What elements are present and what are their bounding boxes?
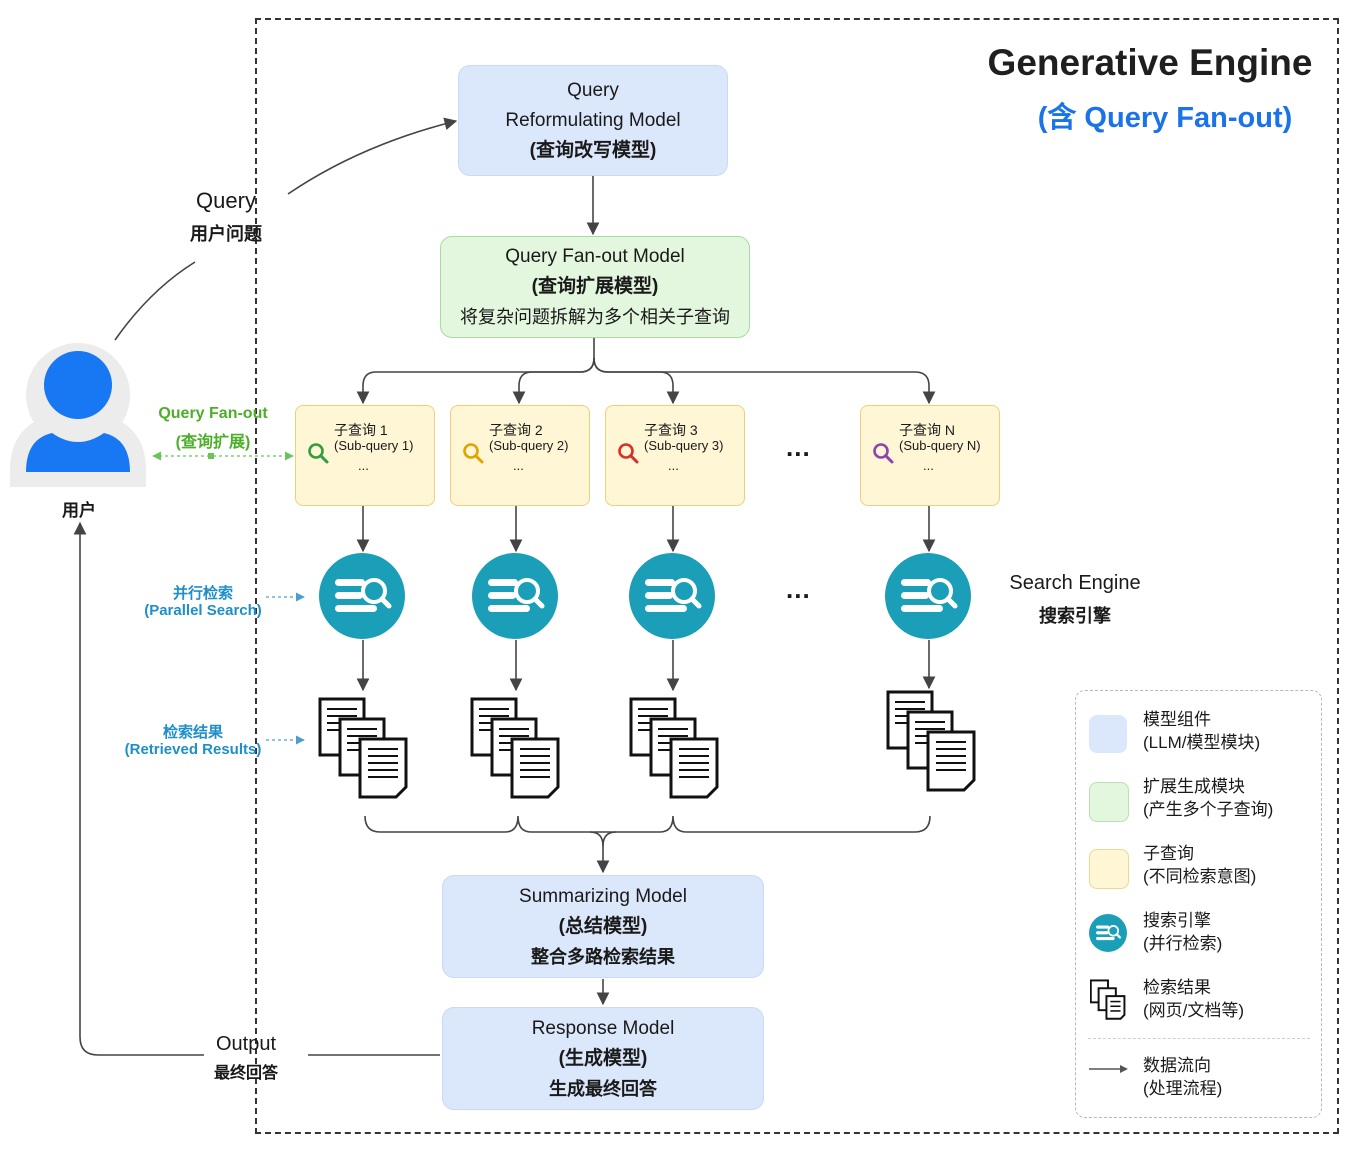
legend-desc: (处理流程): [1143, 1079, 1223, 1098]
documents-icon: [318, 697, 408, 799]
subquery-more: ...: [923, 458, 934, 473]
parallel-label-zh: 并行检索: [172, 585, 233, 602]
response-line3: 生成最终回答: [549, 1078, 657, 1099]
response-model-box: Response Model (生成模型) 生成最终回答: [442, 1007, 764, 1110]
parallel-label-en: (Parallel Search): [144, 602, 262, 619]
legend-desc: (网页/文档等): [1143, 1001, 1245, 1020]
subquery-card: 子查询 2 (Sub-query 2) ...: [450, 405, 590, 506]
results-label-zh: 检索结果: [162, 724, 223, 741]
legend-item-engine: 搜索引擎 (并行检索): [1088, 910, 1316, 960]
user-label: 用户: [62, 501, 96, 520]
legend-title: 子查询: [1143, 844, 1194, 863]
output-label-zh: 最终回答: [213, 1065, 278, 1082]
legend-desc: (不同检索意图): [1143, 867, 1257, 886]
subquery-zh: 子查询 N: [899, 422, 955, 438]
blue-swatch: [1089, 715, 1127, 753]
legend-item-model: 模型组件 (LLM/模型模块): [1088, 709, 1316, 759]
subquery-more: ...: [668, 458, 679, 473]
documents-icon: [470, 697, 560, 799]
legend-title: 搜索引擎: [1143, 911, 1211, 930]
subquery-en: (Sub-query 1): [334, 438, 414, 453]
reformulating-line3: (查询改写模型): [529, 139, 657, 161]
generative-engine-frame: [255, 18, 1339, 1134]
legend-title: 数据流向: [1143, 1056, 1211, 1075]
user-icon: [10, 343, 146, 487]
fanout-model-box: Query Fan-out Model (查询扩展模型) 将复杂问题拆解为多个相…: [440, 236, 750, 338]
search-engine-label-zh: 搜索引擎: [1039, 606, 1111, 626]
legend-desc: (产生多个子查询): [1143, 800, 1274, 819]
green-swatch: [1089, 782, 1129, 822]
legend-title: 检索结果: [1143, 978, 1211, 997]
legend-desc: (LLM/模型模块): [1143, 733, 1261, 752]
subquery-en: (Sub-query 3): [644, 438, 724, 453]
query-label-en: Query: [196, 188, 256, 213]
reformulating-line2: Reformulating Model: [505, 109, 681, 131]
fanout-label-zh: (查询扩展): [175, 434, 251, 451]
legend-divider: [1088, 1038, 1310, 1039]
reformulating-model-box: Query Reformulating Model (查询改写模型): [458, 65, 728, 176]
fanout-model-line3: 将复杂问题拆解为多个相关子查询: [460, 307, 730, 327]
subquery-zh: 子查询 2: [489, 422, 543, 438]
subquery-zh: 子查询 3: [644, 422, 698, 438]
yellow-swatch: [1089, 849, 1129, 889]
reformulating-line1: Query: [567, 79, 619, 101]
subquery-ellipsis: ...: [786, 432, 811, 462]
output-arrow: [73, 521, 204, 1056]
summarizing-line2: (总结模型): [558, 915, 648, 937]
response-line2: (生成模型): [558, 1047, 648, 1069]
subquery-en: (Sub-query N): [899, 438, 981, 453]
fanout-model-line2: (查询扩展模型): [531, 276, 659, 297]
engine-ellipsis: ...: [786, 574, 811, 604]
subquery-more: ...: [513, 458, 524, 473]
subquery-more: ...: [358, 458, 369, 473]
search-engine-icon: [885, 553, 971, 639]
subquery-en: (Sub-query 2): [489, 438, 569, 453]
legend: 模型组件 (LLM/模型模块) 扩展生成模块 (产生多个子查询) 子查询 (不同…: [1075, 690, 1322, 1118]
fanout-branch: [512, 357, 595, 405]
legend-item-flow: 数据流向 (处理流程): [1088, 1055, 1316, 1105]
fanout-model-line1: Query Fan-out Model: [505, 246, 685, 267]
search-engine-icon: [472, 553, 558, 639]
subquery-card: 子查询 3 (Sub-query 3) ...: [605, 405, 745, 506]
query-label-zh: 用户问题: [190, 224, 262, 244]
fanout-branch: [593, 357, 936, 405]
magnifier-icon: [873, 443, 894, 464]
arrow-icon: [1089, 1065, 1128, 1073]
subquery-card: 子查询 1 (Sub-query 1) ...: [295, 405, 435, 506]
search-engine-icon: [319, 553, 405, 639]
results-label-en: (Retrieved Results): [124, 741, 262, 758]
diagram-title: Generative Engine: [987, 42, 1313, 83]
legend-desc: (并行检索): [1143, 934, 1223, 953]
fanout-label-en: Query Fan-out: [158, 405, 268, 422]
query-arrow: [114, 261, 196, 341]
subquery-zh: 子查询 1: [334, 422, 388, 438]
documents-icon: [1090, 979, 1126, 1020]
documents-icon: [886, 690, 976, 792]
magnifier-icon: [308, 443, 329, 464]
legend-title: 模型组件: [1143, 710, 1211, 729]
magnifier-icon: [618, 443, 639, 464]
search-engine-label-en: Search Engine: [1009, 572, 1141, 594]
response-line1: Response Model: [531, 1017, 675, 1039]
summarizing-line1: Summarizing Model: [519, 885, 687, 907]
diagram-subtitle: (含 Query Fan-out): [1037, 102, 1293, 134]
magnifier-icon: [463, 443, 484, 464]
summarizing-model-box: Summarizing Model (总结模型) 整合多路检索结果: [442, 875, 764, 978]
search-engine-icon: [629, 553, 715, 639]
output-label-en: Output: [215, 1033, 277, 1055]
legend-title: 扩展生成模块: [1143, 777, 1245, 796]
documents-icon: [629, 697, 719, 799]
legend-item-subquery: 子查询 (不同检索意图): [1088, 843, 1316, 893]
legend-item-docs: 检索结果 (网页/文档等): [1088, 977, 1316, 1027]
subquery-card: 子查询 N (Sub-query N) ...: [860, 405, 1000, 506]
summarizing-line3: 整合多路检索结果: [531, 946, 675, 967]
legend-item-fanout: 扩展生成模块 (产生多个子查询): [1088, 776, 1316, 826]
search-engine-icon: [1089, 914, 1127, 952]
query-arrow-upper: [287, 117, 458, 195]
